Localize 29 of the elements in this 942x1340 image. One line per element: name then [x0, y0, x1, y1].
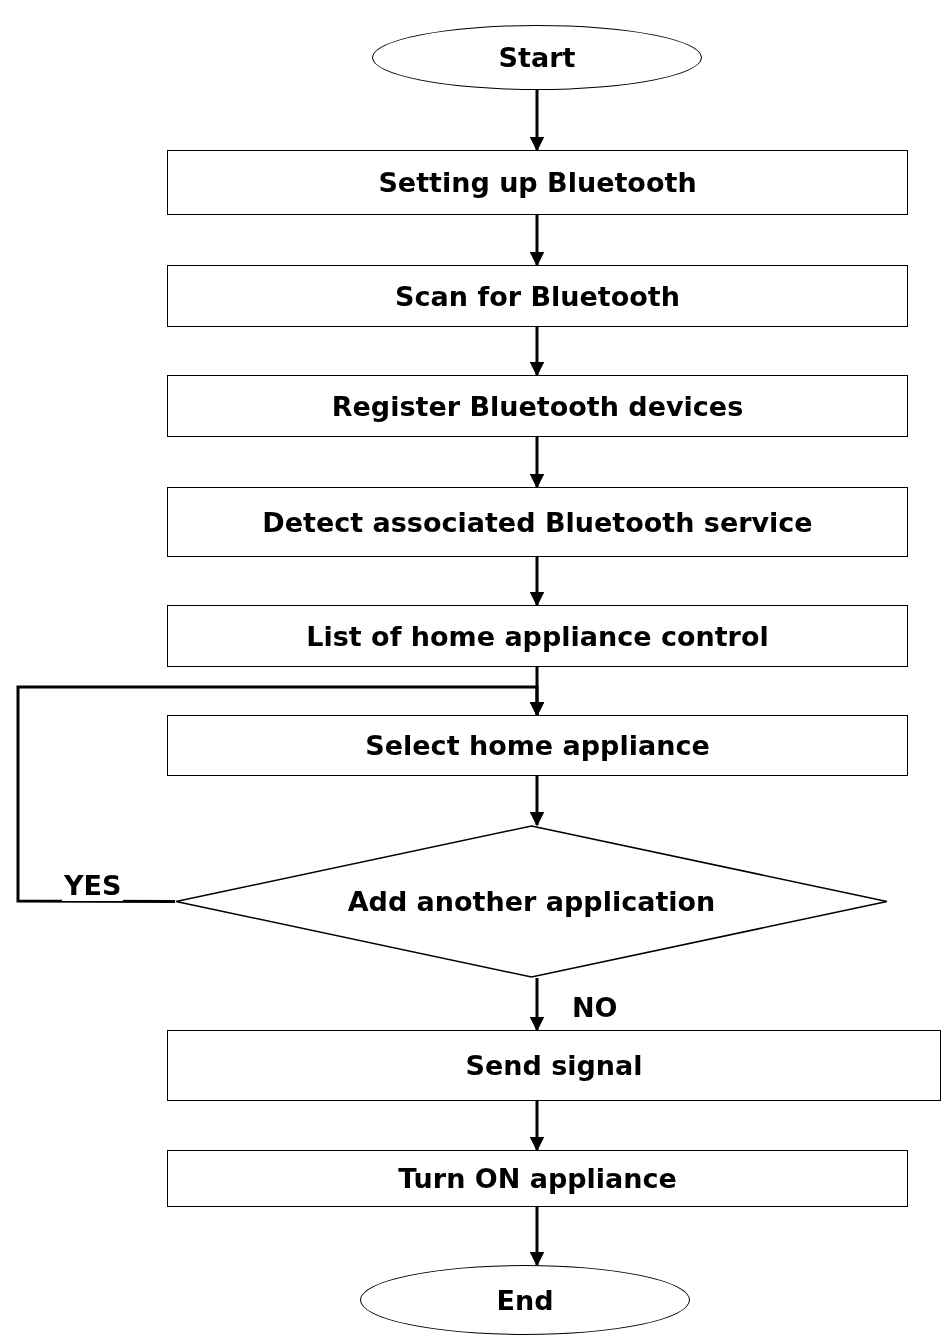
- arrow: [16, 685, 545, 903]
- node-text: Register Bluetooth devices: [330, 390, 745, 422]
- node-text: List of home appliance control: [305, 620, 770, 652]
- process-box: [167, 1150, 908, 1207]
- arrow: [529, 1101, 545, 1152]
- process-box: [167, 375, 908, 437]
- process-box: [167, 265, 908, 327]
- node-text: Setting up Bluetooth: [377, 167, 698, 198]
- process-box: [167, 605, 908, 667]
- node-text: Turn ON appliance: [397, 1163, 678, 1194]
- arrow: [529, 776, 545, 827]
- node-text: Scan for Bluetooth: [394, 280, 681, 312]
- node-text: Start: [497, 42, 577, 73]
- arrow: [529, 90, 545, 152]
- node-text: Add another application: [346, 886, 717, 917]
- arrow: [529, 215, 545, 267]
- arrow: [529, 1207, 545, 1267]
- arrow: [529, 327, 545, 377]
- arrow: [529, 978, 545, 1032]
- process-box: [167, 487, 908, 557]
- node-text: Send signal: [464, 1050, 644, 1081]
- process-box: [167, 1030, 941, 1101]
- node-text: Select home appliance: [364, 730, 711, 761]
- process-box: [167, 150, 908, 215]
- arrow: [529, 557, 545, 607]
- node-text: Detect associated Bluetooth service: [261, 506, 814, 538]
- arrow: [529, 437, 545, 489]
- node-text: End: [495, 1284, 555, 1316]
- process-box: [167, 715, 908, 776]
